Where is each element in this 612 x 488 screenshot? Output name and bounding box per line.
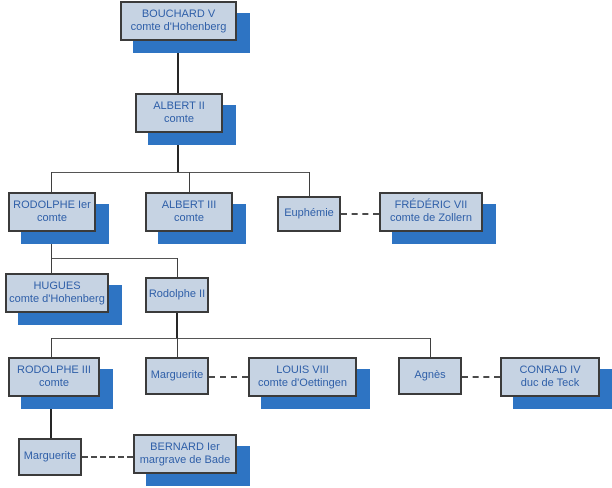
connector-rodolphe2-down — [176, 313, 178, 338]
marriage-link-euphemie-frederic7 — [341, 213, 379, 215]
connector-rodolphe3-marguerite2 — [50, 397, 52, 438]
node-label-line2: comte — [39, 377, 69, 389]
connector-albert2-down — [177, 133, 179, 172]
node-label-line1: HUGUES — [33, 279, 81, 292]
node-bernard1[interactable]: BERNARD Ier margrave de Bade — [133, 434, 237, 474]
marriage-link-agnes-conrad4 — [462, 376, 500, 378]
node-label-line2: comte d'Oettingen — [258, 377, 347, 389]
node-label-line1: Agnès — [414, 369, 446, 382]
node-conrad4[interactable]: CONRAD IV duc de Teck — [500, 357, 600, 397]
node-label-line2: comte — [164, 113, 194, 125]
node-label-line1: BOUCHARD V — [141, 7, 216, 20]
connector-bus-rodolphe1-children — [51, 258, 177, 259]
node-rodolphe3[interactable]: RODOLPHE III comte — [8, 357, 100, 397]
node-label-line2: comte d'Hohenberg — [130, 21, 227, 33]
node-albert3[interactable]: ALBERT III comte — [145, 192, 233, 232]
node-label-line1: LOUIS VIII — [276, 363, 329, 376]
connector-bouchard5-albert2 — [177, 41, 179, 93]
node-frederic7[interactable]: FRÉDÉRIC VII comte de Zollern — [379, 192, 483, 232]
connector-bus-albert2-children — [51, 172, 310, 173]
connector-drop-marguerite1 — [177, 338, 178, 357]
node-hugues[interactable]: HUGUES comte d'Hohenberg — [5, 273, 109, 313]
node-rodolphe1[interactable]: RODOLPHE Ier comte — [8, 192, 96, 232]
node-agnes[interactable]: Agnès — [398, 357, 462, 395]
node-label-line2: margrave de Bade — [139, 454, 231, 466]
connector-drop-hugues — [51, 258, 52, 273]
node-label-line1: Rodolphe II — [148, 288, 206, 301]
connector-drop-agnes — [430, 338, 431, 357]
node-label-line2: comte d'Hohenberg — [9, 293, 105, 305]
node-bouchard5[interactable]: BOUCHARD V comte d'Hohenberg — [120, 1, 237, 41]
node-label-line2: comte — [174, 212, 204, 224]
marriage-link-marguerite1-louis8 — [209, 376, 248, 378]
connector-drop-rodolphe2 — [177, 258, 178, 277]
node-euphemie[interactable]: Euphémie — [277, 196, 341, 232]
node-louis8[interactable]: LOUIS VIII comte d'Oettingen — [248, 357, 357, 397]
node-label-line1: BERNARD Ier — [150, 440, 220, 453]
node-label-line1: CONRAD IV — [519, 363, 581, 376]
connector-bus-rodolphe2-children — [51, 338, 430, 339]
node-label-line2: comte — [37, 212, 67, 224]
node-label-line1: RODOLPHE III — [17, 363, 91, 376]
node-label-line2: duc de Teck — [520, 377, 580, 389]
node-label-line1: Marguerite — [23, 450, 77, 463]
node-marguerite2[interactable]: Marguerite — [18, 438, 82, 476]
connector-drop-albert3 — [189, 172, 190, 192]
node-label-line1: ALBERT III — [161, 198, 217, 211]
node-label-line1: Marguerite — [150, 369, 204, 382]
connector-drop-rodolphe3 — [51, 338, 52, 357]
marriage-link-marguerite2-bernard1 — [82, 456, 133, 458]
node-albert2[interactable]: ALBERT II comte — [135, 93, 223, 133]
connector-rodolphe1-down — [51, 232, 52, 258]
node-label-line2: comte de Zollern — [390, 212, 472, 224]
connector-drop-rodolphe1 — [51, 172, 52, 192]
node-rodolphe2[interactable]: Rodolphe II — [145, 277, 209, 313]
node-marguerite1[interactable]: Marguerite — [145, 357, 209, 395]
node-label-line1: RODOLPHE Ier — [13, 198, 91, 211]
connector-drop-euphemie — [309, 172, 310, 196]
node-label-line1: ALBERT II — [153, 99, 205, 112]
node-label-line1: Euphémie — [284, 207, 334, 220]
node-label-line1: FRÉDÉRIC VII — [394, 198, 468, 211]
